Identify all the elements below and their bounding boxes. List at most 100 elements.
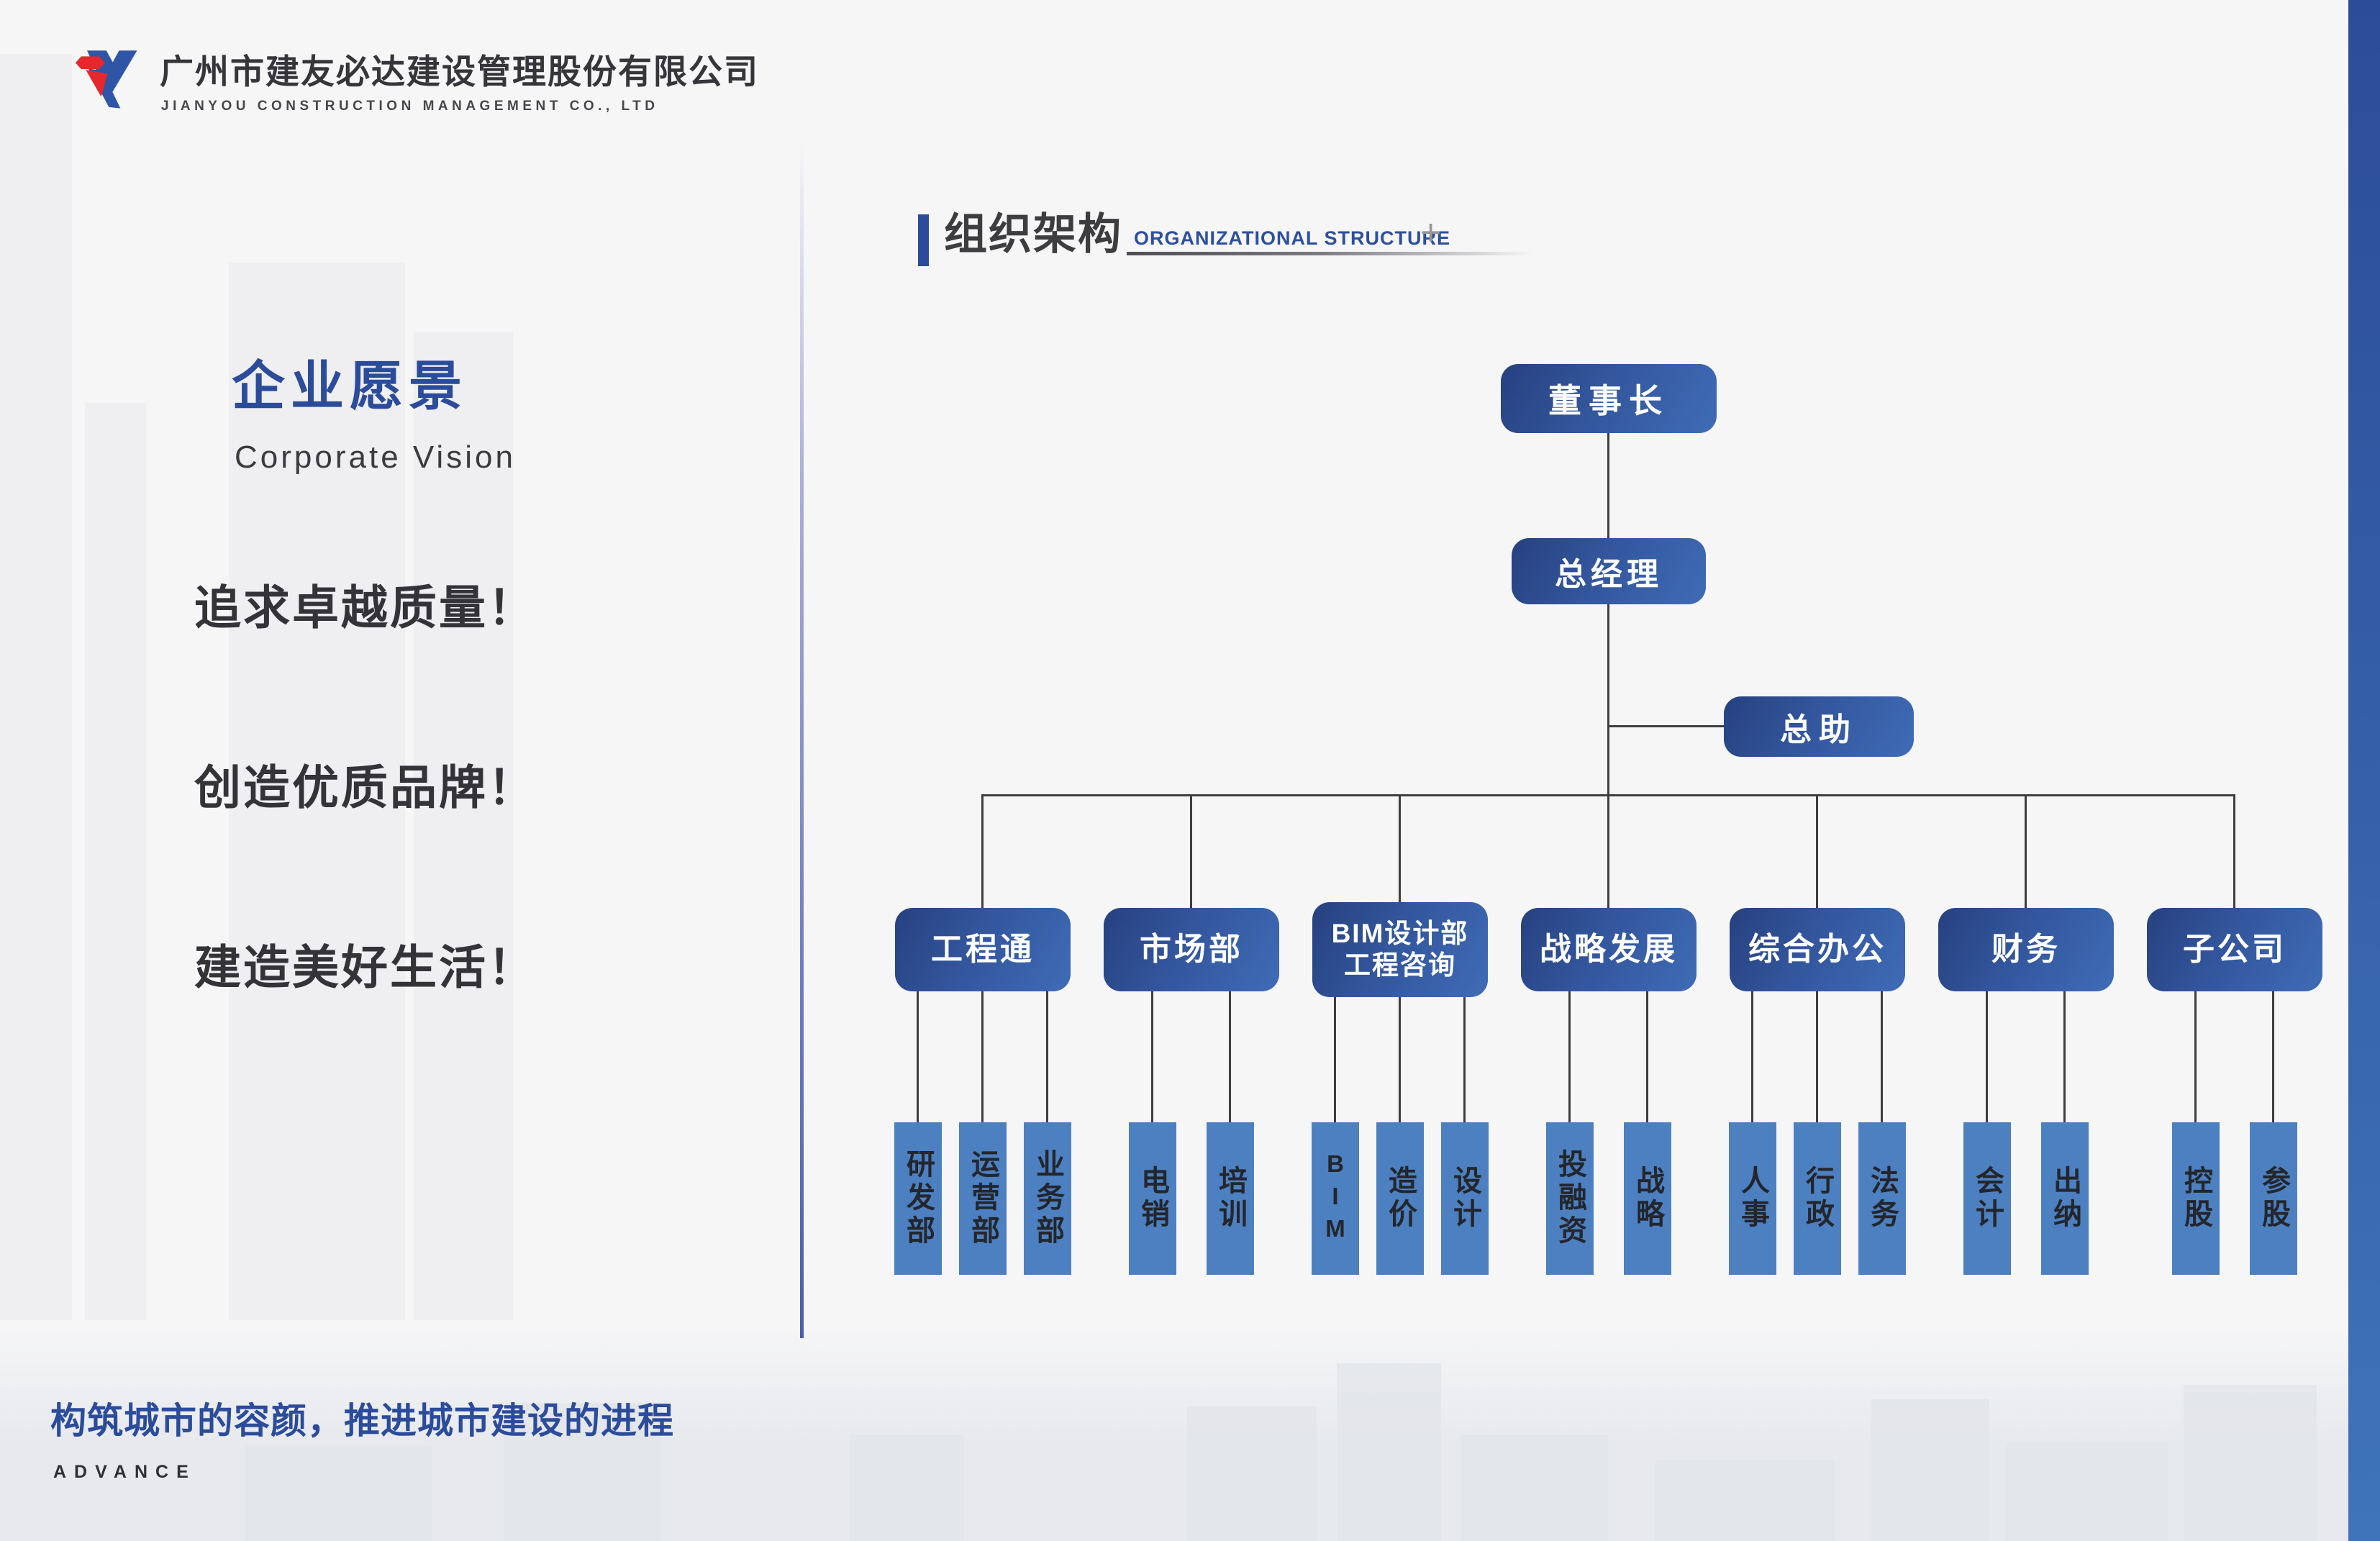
background-building <box>504 1403 662 1541</box>
connector-line <box>1229 990 1231 1124</box>
section-title-en: ORGANIZATIONAL STRUCTURE <box>1134 227 1450 249</box>
sub-dept-label: 设计 <box>1449 1165 1481 1232</box>
dept-box-finance: 财务 <box>1938 908 2114 991</box>
background-building <box>229 263 405 1320</box>
dept-label: 战略发展 <box>1540 931 1678 967</box>
sub-dept-box: 运营部 <box>959 1122 1007 1275</box>
sub-dept-label: 法务 <box>1866 1165 1898 1232</box>
connector-line <box>1607 794 1609 909</box>
section-divider-line <box>800 138 804 1338</box>
connector-line <box>1399 794 1401 909</box>
background-building <box>849 1435 964 1541</box>
company-name-en: JIANYOU CONSTRUCTION MANAGEMENT CO., LTD <box>161 99 659 114</box>
sub-dept-box: 设计 <box>1441 1122 1489 1275</box>
connector-line <box>1190 794 1192 909</box>
sub-dept-label: 人事 <box>1737 1165 1768 1232</box>
company-name-cn: 广州市建友必达建设管理股份有限公司 <box>160 53 759 91</box>
background-building <box>2184 1385 2317 1541</box>
chairman-label: 董事长 <box>1548 382 1669 419</box>
company-logo-icon <box>75 50 137 109</box>
plus-icon: + <box>1420 212 1442 253</box>
slogan-life: 建造美好生活！ <box>194 941 537 994</box>
dept-label: 财务 <box>1991 931 2061 967</box>
sub-dept-label: 研发部 <box>902 1149 934 1248</box>
chairman-box: 董事长 <box>1501 364 1717 433</box>
general-manager-label: 总经理 <box>1555 557 1663 592</box>
connector-line <box>1046 990 1048 1124</box>
connector-line <box>2025 794 2027 909</box>
sub-dept-label: 控股 <box>2180 1165 2212 1232</box>
dept-box-bim-design: BIM设计部 工程咨询 <box>1312 902 1488 997</box>
footer-slogan-en: ADVANCE <box>53 1462 196 1482</box>
section-underline <box>1127 252 1554 255</box>
sub-dept-box: 造价 <box>1376 1122 1424 1275</box>
sub-dept-box: 投融资 <box>1546 1122 1594 1275</box>
sub-dept-label: 参股 <box>2258 1165 2289 1232</box>
connector-line <box>1334 990 1336 1124</box>
sub-dept-box: 行政 <box>1794 1122 1841 1275</box>
sub-dept-label: BIM <box>1322 1150 1349 1247</box>
background-building <box>0 54 72 1320</box>
sub-dept-label: 运营部 <box>967 1149 999 1248</box>
background-building <box>245 1446 432 1541</box>
dept-label: BIM设计部 工程咨询 <box>1331 918 1469 980</box>
sub-dept-label: 行政 <box>1802 1165 1833 1232</box>
sub-dept-label: 出纳 <box>2049 1165 2081 1232</box>
sub-dept-box: 业务部 <box>1024 1122 1071 1275</box>
connector-line <box>2063 990 2066 1124</box>
sub-dept-label: 造价 <box>1384 1165 1416 1232</box>
general-manager-box: 总经理 <box>1512 538 1706 604</box>
connector-line <box>1151 990 1153 1124</box>
sub-dept-box: 电销 <box>1129 1122 1176 1275</box>
dept-label: 市场部 <box>1140 931 1243 967</box>
background-building <box>1187 1406 1317 1541</box>
connector-line <box>917 990 919 1124</box>
slogan-brand: 创造优质品牌！ <box>194 761 537 814</box>
dept-label: 工程通 <box>931 931 1035 967</box>
connector-line <box>2272 990 2274 1124</box>
background-building <box>2006 1442 2168 1541</box>
connector-line <box>1816 990 1818 1124</box>
sub-dept-label: 战略 <box>1632 1165 1663 1232</box>
sub-dept-label: 业务部 <box>1032 1149 1063 1248</box>
connector-line <box>1986 990 1988 1124</box>
sub-dept-box: 人事 <box>1729 1122 1776 1275</box>
sub-dept-box: 参股 <box>2250 1122 2297 1275</box>
connector-line <box>1463 990 1466 1124</box>
sub-dept-box: 培训 <box>1207 1122 1254 1275</box>
dept-box-engineering: 工程通 <box>895 908 1071 991</box>
vision-title-cn: 企业愿景 <box>232 356 468 416</box>
sub-dept-box: 会计 <box>1963 1122 2011 1275</box>
sub-dept-label: 培训 <box>1214 1165 1246 1232</box>
connector-line <box>1607 603 1609 796</box>
sub-dept-box: 法务 <box>1858 1122 1906 1275</box>
connector-line <box>1568 990 1571 1124</box>
connector-line <box>2233 794 2235 909</box>
sub-dept-label: 会计 <box>1971 1165 2003 1232</box>
connector-line <box>1881 990 1883 1124</box>
section-title-accent-bar <box>918 214 929 266</box>
connector-line <box>981 794 984 909</box>
dept-label: 综合办公 <box>1748 931 1886 967</box>
dept-box-subsidiary: 子公司 <box>2147 908 2322 991</box>
connector-line <box>1751 990 1753 1124</box>
vision-title-en: Corporate Vision <box>235 440 516 475</box>
connector-line <box>1816 794 1818 909</box>
dept-label: 子公司 <box>2183 931 2286 967</box>
section-title-cn: 组织架构 <box>944 210 1122 258</box>
sub-dept-box: 出纳 <box>2041 1122 2089 1275</box>
background-building <box>85 403 146 1320</box>
connector-line <box>1607 432 1609 540</box>
slogan-quality: 追求卓越质量！ <box>194 581 537 634</box>
dept-box-general-office: 综合办公 <box>1730 908 1905 991</box>
connector-line <box>1646 990 1648 1124</box>
assistant-box: 总助 <box>1724 696 1914 757</box>
sub-dept-box: BIM <box>1312 1122 1359 1275</box>
right-accent-bar <box>2348 0 2380 1541</box>
sub-dept-box: 研发部 <box>894 1122 942 1275</box>
background-building <box>1461 1435 1608 1541</box>
dept-box-marketing: 市场部 <box>1104 908 1279 991</box>
connector-line <box>1399 990 1401 1124</box>
connector-line <box>2194 990 2197 1124</box>
